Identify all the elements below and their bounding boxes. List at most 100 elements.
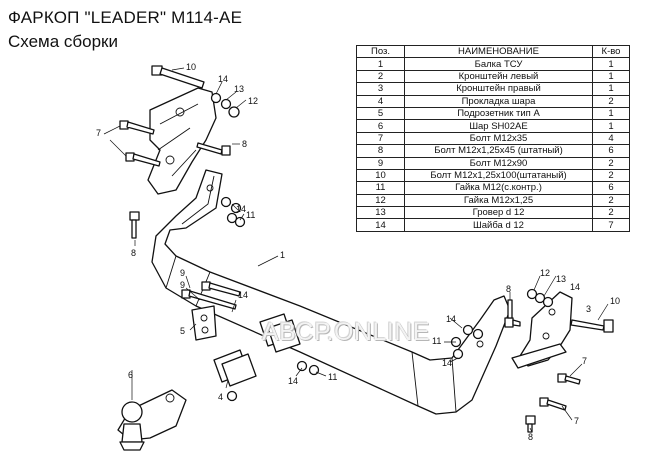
callout-4: 4 — [218, 392, 223, 402]
cell-pos: 10 — [356, 168, 405, 183]
callout-11-beam: 11 — [246, 210, 255, 220]
cell-qty: 6 — [592, 144, 630, 158]
callout-10-left: 10 — [186, 62, 196, 72]
bolts-7-left — [119, 120, 161, 167]
diagram-subtitle: Схема сборки — [8, 32, 118, 51]
cell-name: Болт М12х35 — [404, 131, 593, 146]
cell-name: Кронштейн правый — [404, 82, 593, 96]
cell-qty: 1 — [592, 82, 630, 96]
bolt-8-left-top — [196, 142, 231, 156]
callout-14-right-low: 14 — [446, 314, 456, 324]
callout-7-right-bottom: 7 — [574, 416, 579, 426]
cell-pos: 8 — [356, 144, 405, 158]
callout-14-center: 14 — [238, 290, 248, 300]
cell-pos: 11 — [356, 181, 405, 195]
callout-7-right-top: 7 — [582, 356, 587, 366]
cell-name: Подрозетник тип А — [404, 106, 593, 121]
cell-qty: 2 — [592, 156, 630, 170]
cell-qty: 7 — [592, 218, 630, 232]
cell-qty: 2 — [592, 193, 630, 208]
callout-14-bottom: 14 — [288, 376, 298, 386]
cell-name: Болт М12х1,25х45 (штатный) — [404, 144, 593, 158]
callout-14-beam: 14 — [236, 204, 246, 214]
right-bracket-part — [511, 291, 573, 369]
callout-labels: 10 14 13 12 7 8 1 14 11 8 9 9 14 5 4 6 1… — [96, 62, 620, 442]
callout-8-right-top: 8 — [506, 284, 511, 294]
bolts-9 — [181, 281, 241, 310]
cell-name: Шайба d 12 — [404, 218, 593, 232]
callout-14-left: 14 — [218, 74, 228, 84]
cell-pos: 1 — [356, 57, 405, 71]
cell-name: Гайка М12(с.контр.) — [404, 181, 593, 195]
callout-10-right: 10 — [610, 296, 620, 306]
column-header-name: НАИМЕНОВАНИЕ — [404, 44, 593, 59]
cell-name: Гровер d 12 — [404, 206, 593, 220]
cell-pos: 3 — [356, 82, 405, 96]
table-header-row: Поз. НАИМЕНОВАНИЕ К-во — [356, 44, 630, 59]
column-header-position: Поз. — [356, 44, 405, 59]
bolts-7-right — [539, 373, 581, 411]
cell-qty: 2 — [592, 168, 630, 183]
callout-5: 5 — [180, 326, 185, 336]
cell-qty: 1 — [592, 106, 630, 121]
washers-beam-center — [226, 360, 320, 402]
cell-name: Болт М12х1,25х100(штатаный) — [404, 168, 593, 183]
cell-name: Гайка М12х1,25 — [404, 193, 593, 208]
column-header-quantity: К-во — [592, 44, 630, 59]
bolt-10-left — [151, 65, 205, 89]
callout-13-right: 13 — [556, 274, 566, 284]
cell-name: Прокладка шара — [404, 94, 593, 108]
cell-qty: 1 — [592, 69, 630, 84]
cell-name: Балка ТСУ — [404, 57, 593, 71]
callout-14-right: 14 — [570, 282, 580, 292]
cell-qty: 1 — [592, 57, 630, 71]
callout-12-left: 12 — [248, 96, 258, 106]
bolts-8-right — [504, 299, 536, 433]
cell-pos: 7 — [356, 131, 405, 146]
callout-14-right-low2: 14 — [442, 358, 452, 368]
cell-qty: 6 — [592, 181, 630, 195]
callout-8-beam-left: 8 — [131, 248, 136, 258]
cell-qty: 2 — [592, 206, 630, 220]
cell-qty: 2 — [592, 94, 630, 108]
cell-name: Болт М12х90 — [404, 156, 593, 170]
cell-name: Шар SH02AE — [404, 119, 593, 133]
ball-spacer-plates — [213, 313, 301, 387]
callout-6: 6 — [128, 370, 133, 380]
cell-qty: 1 — [592, 119, 630, 133]
bolt-10-right — [570, 319, 614, 333]
cell-pos: 5 — [356, 106, 405, 121]
cell-pos: 9 — [356, 156, 405, 170]
callout-1: 1 — [280, 250, 285, 260]
callout-7-left: 7 — [96, 128, 101, 138]
callout-11-bottom: 11 — [328, 372, 337, 382]
ball-mount-part — [117, 389, 187, 451]
cell-pos: 6 — [356, 119, 405, 133]
fasteners-right — [450, 288, 554, 360]
leader-lines — [103, 67, 609, 433]
cell-pos: 12 — [356, 193, 405, 208]
cell-pos: 2 — [356, 69, 405, 84]
cell-qty: 4 — [592, 131, 630, 146]
bolt-8-beam-left — [129, 211, 140, 239]
site-watermark: АВСР.ONLINE — [262, 318, 431, 346]
callout-13-left: 13 — [234, 84, 244, 94]
cell-pos: 14 — [356, 218, 405, 232]
left-bracket-part — [147, 87, 217, 195]
callout-12-right: 12 — [540, 268, 550, 278]
